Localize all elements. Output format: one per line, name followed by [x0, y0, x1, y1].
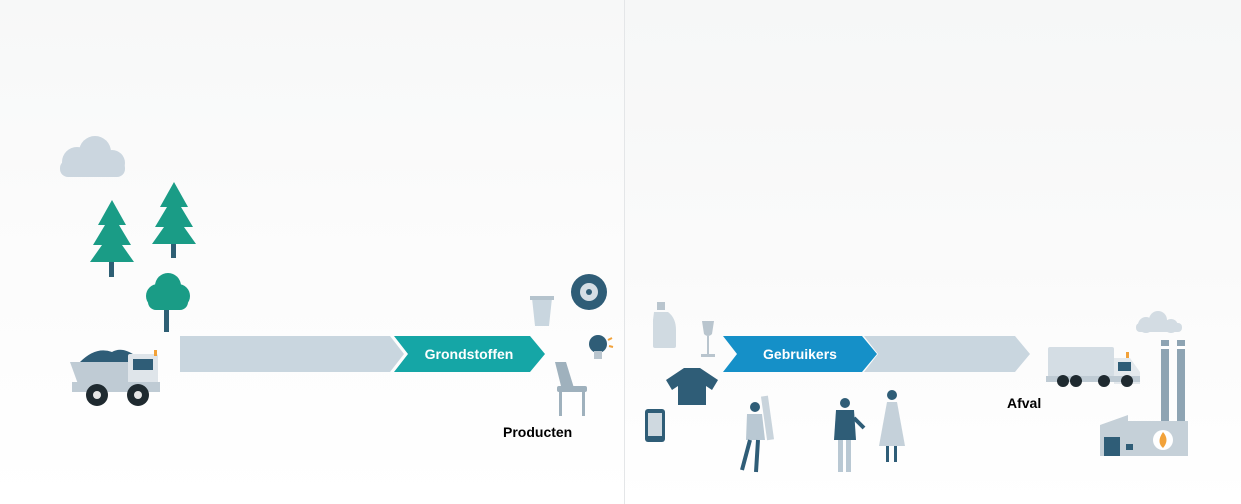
bottle-icon: [653, 302, 676, 348]
woman-icon: [879, 390, 905, 462]
dump-truck-icon: [70, 349, 160, 406]
garbage-truck-icon: [1046, 347, 1140, 387]
flow-arrow-grondstoffen: [394, 336, 545, 372]
pine-tree-icon: [90, 200, 134, 277]
producten-label: Producten: [503, 424, 573, 440]
flow-arrow-start: [180, 336, 404, 372]
worker-icon: [740, 395, 775, 473]
gebruikers-label: Gebruikers: [763, 346, 837, 362]
grondstoffen-label: Grondstoffen: [424, 346, 514, 362]
panel-divider: [624, 0, 625, 504]
cloud-icon: [60, 136, 125, 177]
flow-arrow-gebruikers: [723, 336, 877, 372]
round-tree-icon: [146, 273, 190, 332]
tablet-icon: [645, 409, 665, 442]
cup-icon: [530, 296, 554, 326]
chair-icon: [555, 362, 587, 416]
afval-label: Afval: [1007, 395, 1042, 411]
pine-tree-icon: [152, 182, 196, 258]
lightbulb-icon: [589, 335, 614, 359]
tire-icon: [571, 274, 607, 310]
sweater-icon: [666, 368, 718, 405]
wine-glass-icon: [701, 321, 715, 357]
right-panel: [625, 0, 1241, 504]
flow-arrow-afval: [864, 336, 1030, 372]
man-icon: [834, 398, 866, 472]
incinerator-factory-icon: [1100, 311, 1188, 456]
